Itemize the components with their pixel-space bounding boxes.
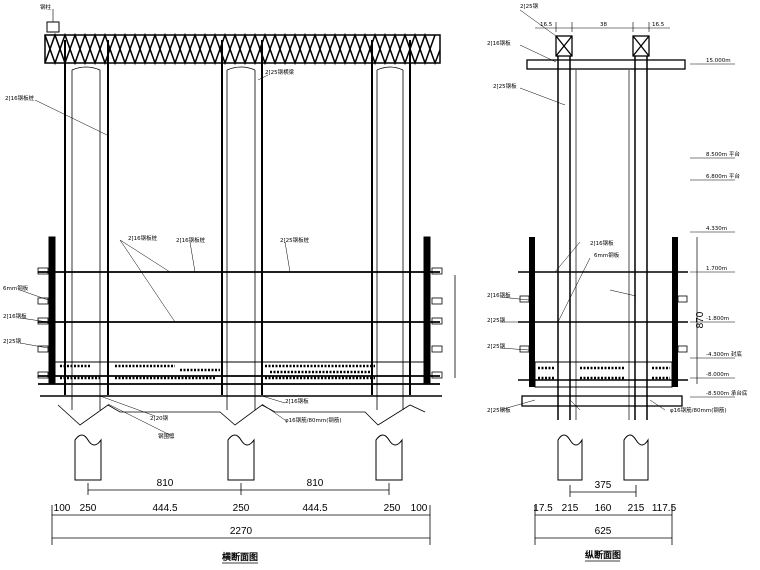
elev-2: 8.500m 平台 — [706, 150, 740, 158]
side-base — [521, 395, 683, 407]
side-seg-2: 215 — [562, 503, 579, 514]
callout-12: φ16钢筋/80mm(钢筋) — [285, 416, 342, 424]
total-width: 2270 — [230, 526, 253, 537]
side-span: 375 — [595, 480, 612, 491]
callout-9: 2[20钢 — [150, 414, 169, 422]
side-top-boxes — [535, 22, 670, 57]
seg-6: 250 — [384, 503, 401, 514]
side-top-seg-2: 38 — [600, 22, 607, 28]
side-total: 625 — [595, 526, 612, 537]
elevation-marks — [690, 63, 735, 398]
front-title: 横断面图 — [222, 551, 258, 563]
side-columns — [557, 56, 648, 420]
side-callout-4: 2[16钢板 — [590, 239, 614, 247]
callout-11: 2[16钢板 — [285, 397, 309, 405]
seg-5: 444.5 — [302, 503, 327, 514]
callout-8: 2[25钢 — [3, 337, 22, 345]
steel-columns — [64, 40, 411, 395]
front-view: 钢柱 — [3, 3, 456, 564]
side-callout-1: 2[25钢 — [520, 2, 539, 10]
side-callout-6: 2[16钢板 — [487, 291, 511, 299]
side-walers — [518, 271, 688, 381]
walers — [38, 271, 440, 385]
callout-1: 2[16钢板桩 — [5, 94, 35, 102]
side-dim-lines — [534, 485, 673, 545]
side-callout-8: 2[25钢 — [487, 342, 506, 350]
concrete-seal — [54, 361, 426, 385]
elev-1: 15.000m — [706, 58, 731, 64]
seg-4: 250 — [233, 503, 250, 514]
side-concrete-seal — [534, 361, 673, 388]
side-piles — [557, 434, 649, 481]
elev-3: 6.800m 平台 — [706, 172, 740, 180]
callout-10: 钢围檩 — [158, 432, 175, 440]
side-callout-7: 2[25钢 — [487, 316, 506, 324]
seg-1: 100 — [54, 503, 71, 514]
seg-3: 444.5 — [152, 503, 177, 514]
side-callout-5: 6mm钢板 — [594, 251, 620, 259]
side-seg-5: 117.5 — [652, 503, 677, 514]
callout-5: 2[25钢板桩 — [280, 236, 310, 244]
top-label: 钢柱 — [40, 3, 52, 11]
side-callout-2: 2[16钢板 — [487, 39, 511, 47]
side-top-seg-3: 16.5 — [652, 22, 665, 28]
span-1: 810 — [157, 478, 174, 489]
span-2: 810 — [307, 478, 324, 489]
elev-9: -8.500m 承台底 — [706, 389, 748, 397]
callout-2: 2[25钢横梁 — [265, 68, 295, 76]
elev-8: -8.000m — [706, 372, 729, 378]
side-title: 纵断面图 — [585, 549, 621, 561]
elev-7: -4.300m 封底 — [706, 350, 742, 358]
side-top-seg-1: 16.5 — [540, 22, 553, 28]
top-truss — [44, 32, 441, 66]
elev-4: 4.330m — [706, 226, 727, 232]
callout-6: 6mm钢板 — [3, 284, 29, 292]
elev-5: 1.700m — [706, 266, 727, 272]
height-dim: 870 — [695, 311, 706, 328]
dim-lines — [51, 483, 431, 545]
pile-caps — [57, 404, 426, 426]
callout-3: 2[16钢板桩 — [128, 234, 158, 242]
piles — [74, 434, 403, 481]
side-callout-3: 2[25钢板 — [493, 82, 517, 90]
side-top-beam — [526, 59, 686, 70]
side-seg-3: 160 — [595, 503, 612, 514]
side-brackets — [37, 267, 456, 379]
pile-sleeves — [71, 66, 404, 410]
side-callout-10: φ16钢筋/80mm(钢筋) — [670, 406, 727, 414]
elev-6: -1.800m — [706, 316, 729, 322]
callout-7: 2[16钢板 — [3, 312, 27, 320]
side-seg-1: 17.5 — [533, 503, 553, 514]
seg-7: 100 — [411, 503, 428, 514]
seg-2: 250 — [80, 503, 97, 514]
side-seg-4: 215 — [628, 503, 645, 514]
top-tag-box — [46, 21, 60, 33]
callout-4: 2[16钢板桩 — [176, 236, 206, 244]
side-walls-right — [529, 237, 678, 387]
side-view: 16.5 38 16.5 — [487, 2, 748, 562]
side-callout-9: 2[25钢板 — [487, 406, 511, 414]
